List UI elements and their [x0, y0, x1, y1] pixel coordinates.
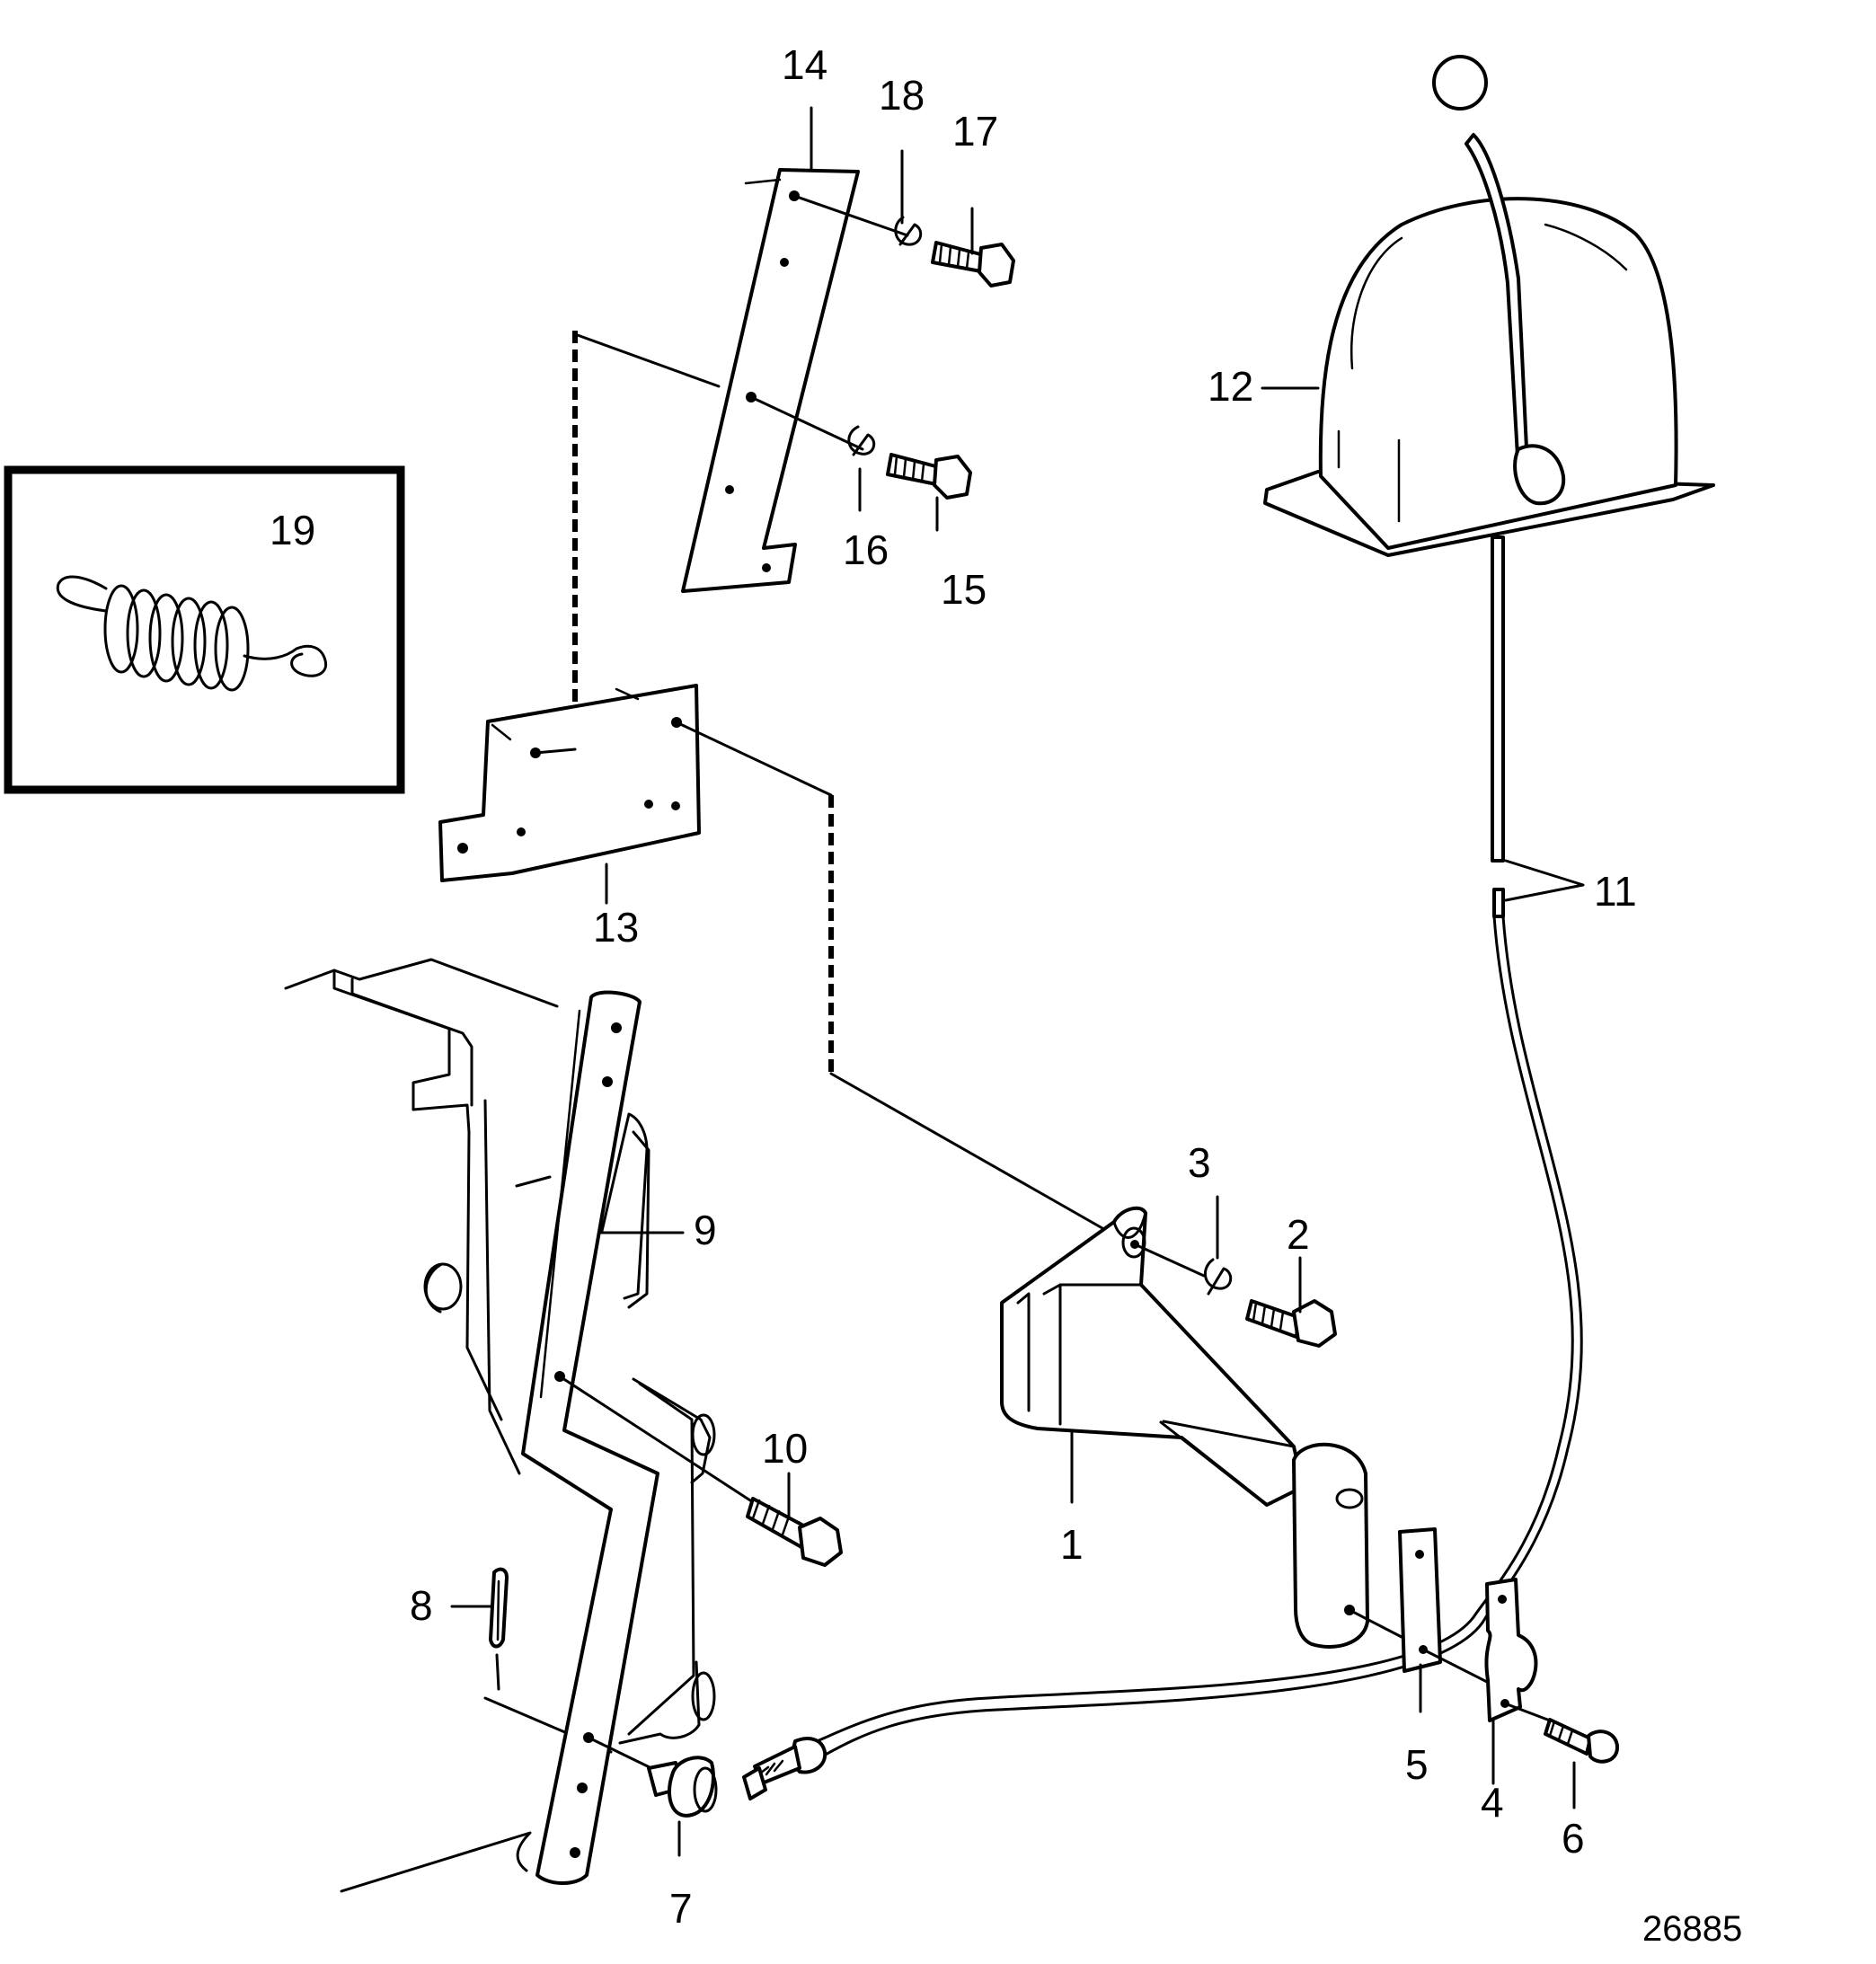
control-lever-part-9: [521, 990, 695, 1885]
assembly-line-14-to-13: [573, 332, 721, 388]
assembly-line-13-to-1: [675, 721, 833, 797]
bracket-part-13: [438, 684, 701, 882]
bolt-part-2: [1245, 1299, 1337, 1348]
callout-3: 3: [1188, 1139, 1211, 1186]
assembly-line-14-to-16: [749, 395, 864, 451]
callout-13: 13: [593, 904, 639, 951]
callout-1: 1: [1060, 1521, 1084, 1568]
lock-washer-part-3: [1204, 1258, 1233, 1296]
bolt-part-17: [931, 241, 1015, 288]
split-pin-part-8: [489, 1567, 509, 1649]
inset-spring-detail: [4, 465, 405, 794]
figure-reference-number: 26885: [1642, 1909, 1742, 1949]
callout-8: 8: [410, 1582, 433, 1629]
lock-washer-part-18: [894, 216, 923, 246]
control-cable-part-11: [742, 535, 1583, 1800]
cable-clamp-part-4: [1484, 1578, 1538, 1722]
assembly-line-9-to-10: [558, 1375, 752, 1502]
callout-10: 10: [762, 1425, 808, 1472]
callout-7: 7: [669, 1885, 693, 1932]
callout-11: 11: [1594, 868, 1637, 915]
callout-16: 16: [843, 526, 889, 573]
ball-joint-part-7: [647, 1756, 718, 1818]
callout-18: 18: [879, 72, 925, 119]
bolt-part-10: [746, 1497, 843, 1567]
callout-19: 19: [270, 507, 315, 553]
callout-12: 12: [1208, 363, 1253, 410]
bracket-part-14: [681, 168, 860, 593]
callout-9: 9: [694, 1207, 717, 1253]
callout-15: 15: [941, 566, 987, 613]
plate-part-5: [1398, 1527, 1442, 1673]
assembly-line-14-to-18: [792, 194, 909, 237]
screw-part-6: [1544, 1718, 1619, 1764]
callout-2: 2: [1287, 1211, 1310, 1258]
callout-4: 4: [1481, 1779, 1504, 1826]
bolt-part-15: [886, 453, 972, 500]
callout-17: 17: [952, 108, 998, 155]
lock-washer-part-16: [847, 425, 876, 456]
mounting-bracket-part-1: [1000, 1206, 1369, 1649]
tension-spring-part-19: [56, 575, 328, 692]
callout-14: 14: [782, 41, 827, 88]
control-box-part-12: [1263, 55, 1715, 557]
callout-5: 5: [1405, 1741, 1429, 1788]
callout-6: 6: [1562, 1815, 1585, 1862]
engine-housing-outline: [284, 958, 716, 1893]
